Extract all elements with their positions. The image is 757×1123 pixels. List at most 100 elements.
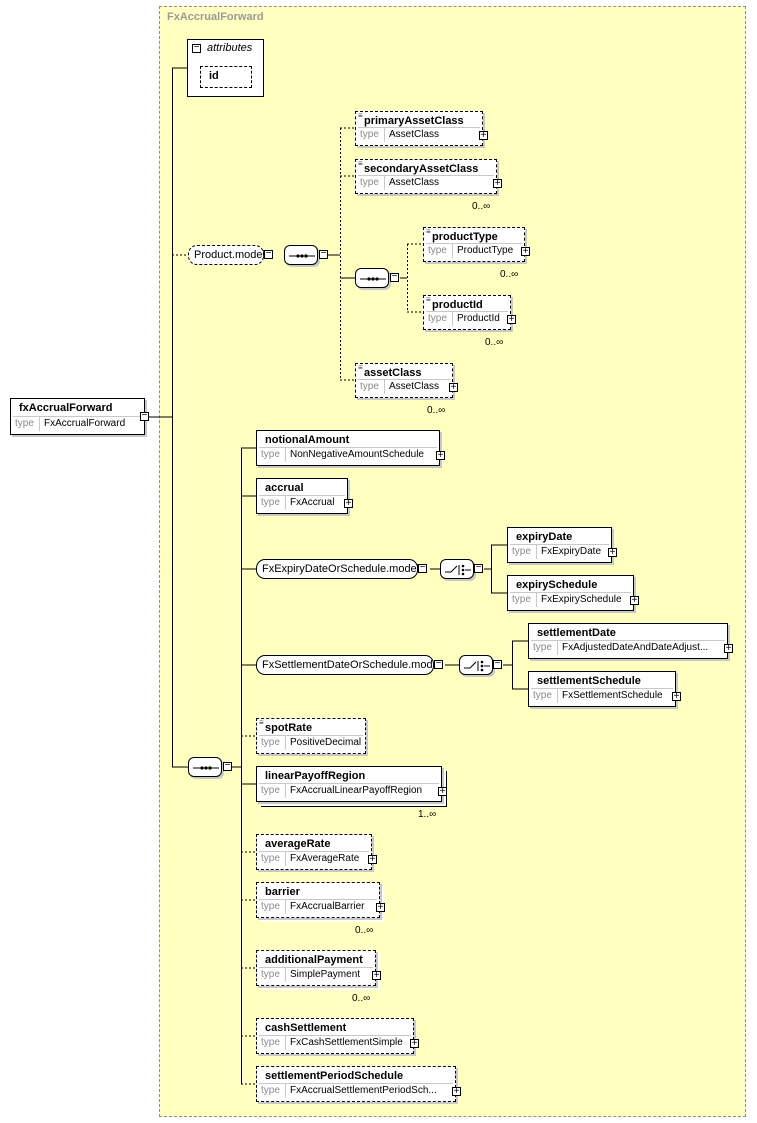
element-name: settlementPeriodSchedule [265, 1070, 404, 1082]
element-name: notionalAmount [265, 434, 350, 446]
collapse-icon[interactable]: − [390, 271, 399, 282]
expand-icon[interactable]: + [449, 382, 458, 393]
sequence-compositor-icon[interactable] [355, 268, 389, 288]
expand-icon[interactable]: + [724, 643, 733, 654]
element-name: additionalPayment [265, 954, 363, 966]
expand-icon[interactable]: + [521, 246, 530, 257]
optional-marker-icon: ≡ [259, 718, 264, 727]
expand-icon[interactable]: + [507, 314, 516, 325]
element-name: expirySchedule [516, 579, 598, 591]
element-name: linearPayoffRegion [265, 770, 366, 782]
cardinality: 0..∞ [472, 201, 491, 212]
element-name: secondaryAssetClass [364, 163, 479, 175]
expand-icon[interactable]: + [608, 547, 617, 558]
collapse-icon[interactable]: − [223, 760, 232, 771]
expand-icon[interactable]: + [493, 178, 502, 189]
optional-marker-icon: ≡ [426, 295, 431, 304]
group-fx-expiry-date-or-schedule[interactable]: FxExpiryDateOrSchedule.model [256, 559, 419, 579]
expand-icon[interactable]: + [452, 1086, 461, 1097]
choice-compositor-icon[interactable] [459, 655, 493, 675]
attribute-id: id [200, 66, 252, 88]
element-name: accrual [265, 482, 304, 494]
expand-icon[interactable]: + [436, 450, 445, 461]
group-fx-settlement-date-or-schedule[interactable]: FxSettlementDateOrSchedule.model [256, 655, 441, 675]
collapse-icon[interactable]: − [264, 248, 273, 259]
expand-icon[interactable]: + [479, 130, 488, 141]
element-name: productType [432, 231, 498, 243]
cardinality: 0..∞ [352, 993, 371, 1004]
group-product-model[interactable]: Product.model [188, 245, 265, 265]
expand-icon[interactable]: + [410, 1038, 419, 1049]
collapse-icon[interactable]: − [319, 248, 328, 259]
collapse-icon[interactable]: − [434, 658, 443, 669]
cardinality: 0..∞ [500, 269, 519, 280]
expand-icon[interactable]: + [372, 970, 381, 981]
cardinality: 0..∞ [355, 925, 374, 936]
element-name: primaryAssetClass [364, 115, 464, 127]
element-name: fxAccrualForward [19, 402, 113, 414]
sequence-compositor-icon[interactable] [188, 757, 222, 777]
element-name: assetClass [364, 367, 422, 379]
expand-icon[interactable]: + [438, 786, 447, 797]
attributes-box: − attributes id [187, 39, 264, 97]
sequence-compositor-icon[interactable] [284, 245, 318, 265]
element-name: spotRate [265, 722, 313, 734]
collapse-icon[interactable]: − [493, 658, 502, 669]
element-name: settlementDate [537, 627, 616, 639]
element-name: cashSettlement [265, 1022, 347, 1034]
cardinality: 0..∞ [485, 337, 504, 348]
expand-icon[interactable]: + [376, 902, 385, 913]
collapse-icon[interactable]: − [474, 562, 483, 573]
expand-icon[interactable]: + [672, 691, 681, 702]
attributes-title: attributes [207, 42, 253, 54]
expand-icon[interactable]: + [630, 595, 639, 606]
choice-compositor-icon[interactable] [440, 559, 474, 579]
collapse-icon[interactable]: − [192, 42, 201, 53]
cardinality: 0..∞ [427, 405, 446, 416]
element-name: barrier [265, 886, 300, 898]
expand-icon[interactable]: + [344, 498, 353, 509]
element-name: expiryDate [516, 531, 573, 543]
element-name: productId [432, 299, 483, 311]
element-name: settlementSchedule [537, 675, 641, 687]
collapse-icon[interactable]: − [140, 410, 149, 421]
collapse-icon[interactable]: − [418, 562, 427, 573]
expand-icon[interactable]: + [368, 854, 377, 865]
optional-marker-icon: ≡ [426, 227, 431, 236]
